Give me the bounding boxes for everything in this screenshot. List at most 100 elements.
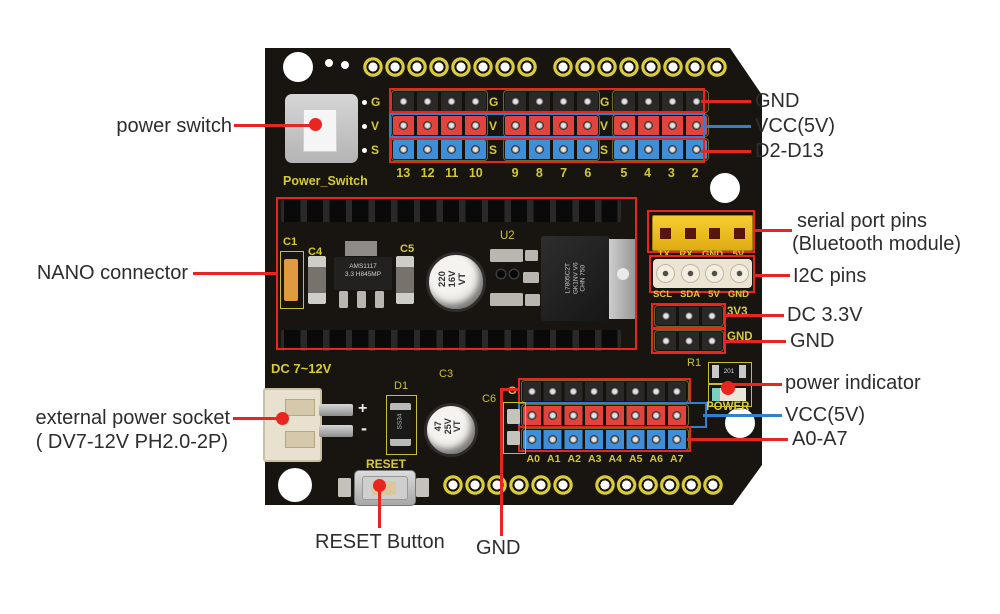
silk-minus: - (361, 418, 367, 438)
silk-row-v: V (489, 119, 498, 133)
pin-row-digital-gnd (503, 90, 600, 113)
silk-u2: U2 (500, 230, 515, 242)
callout-serial-line1: serial port pins (797, 210, 928, 232)
pin-row-digital-signal (503, 138, 600, 161)
capacitor-c3-label: 47 25V VT (433, 400, 463, 452)
serial-pin (659, 227, 671, 239)
smd-pad (525, 250, 538, 261)
callout-a0-a7: A0-A7 (792, 428, 848, 450)
pin-number: 8 (535, 166, 543, 180)
callout-d2-d13: D2-D13 (755, 140, 824, 162)
via (362, 124, 367, 129)
callout-nano-connector: NANO connector (36, 262, 188, 284)
callout-dot (309, 118, 322, 131)
callout-vcc-digital: VCC(5V) (755, 115, 836, 137)
callout-box-digital-vcc (389, 113, 705, 138)
serial-pin (684, 227, 696, 239)
callout-box-nano (276, 197, 637, 350)
callout-line (193, 272, 277, 275)
silk-pin-label: SCL (653, 289, 673, 300)
pin-row-analog-signal (521, 428, 689, 451)
smd-pad (416, 478, 429, 497)
silk-plus: + (358, 400, 368, 417)
callout-box-digital-signal (389, 138, 705, 163)
regulator-text: AMS1117 (349, 263, 377, 270)
pin-label: A4 (608, 453, 622, 465)
capacitor-c1-body (284, 259, 298, 301)
callout-gnd-bottom: GND (476, 537, 521, 559)
silk-c6: C6 (482, 393, 497, 405)
socket-pin (319, 404, 353, 416)
power-switch-button (303, 109, 337, 152)
callout-dot (721, 381, 735, 395)
callout-box-analog-vcc (518, 402, 707, 428)
callout-line (703, 414, 782, 417)
pin-row-digital-vcc (391, 114, 488, 137)
silk-pin-label: 5V (732, 249, 745, 260)
through-hole-row (362, 55, 538, 79)
via (497, 270, 505, 278)
pin-number: 6 (584, 166, 592, 180)
mounting-hole (278, 468, 312, 502)
pin-row-analog-gnd (521, 380, 689, 403)
mounting-hole (725, 408, 755, 438)
callout-box-digital-gnd (389, 88, 705, 113)
silk-power: POWER (706, 401, 750, 413)
via (362, 148, 367, 153)
pin-row-digital-signal (612, 138, 709, 161)
callout-serial-line2: (Bluetooth module) (792, 233, 961, 255)
silk-row-v: V (600, 119, 609, 133)
pin-number: 5 (620, 166, 628, 180)
callout-vcc-analog: VCC(5V) (785, 404, 866, 426)
socket-pin (319, 425, 353, 437)
regulator-ams1117: AMS1117 3.3 H845MP (334, 257, 392, 290)
capacitor-c6-pad (507, 431, 520, 445)
callout-gnd-3pin: GND (790, 330, 835, 352)
pin-label: A0 (526, 453, 540, 465)
silk-pin-label: 5V (708, 289, 720, 300)
serial-pin (709, 227, 721, 239)
pin-number: 12 (420, 166, 435, 180)
mounting-hole (283, 52, 313, 82)
smd-pad (523, 272, 539, 283)
smd-pad (525, 294, 540, 306)
silk-row-s: S (489, 143, 498, 157)
analog-pin-labels: A0 A1 A2 A3 A4 A5 A6 A7 (523, 453, 687, 465)
regulator-leg (375, 291, 384, 308)
silk-serial-header: TX RX GND 5V (653, 249, 749, 260)
silk-r1: R1 (687, 357, 702, 369)
regulator-u2-body (541, 236, 610, 321)
callout-line (753, 229, 792, 232)
diode-d1 (390, 403, 411, 446)
callout-dot (373, 479, 386, 492)
chip-text: SS34 (396, 413, 404, 430)
callout-line (233, 417, 279, 420)
i2c-connector (653, 259, 752, 288)
pin-label: A7 (670, 453, 684, 465)
pin-label: A2 (567, 453, 581, 465)
callout-i2c-pins: I2C pins (793, 265, 867, 287)
pin-row-3v3 (654, 305, 724, 327)
callout-line (687, 438, 788, 441)
pin-number: 2 (691, 166, 699, 180)
digital-pin-numbers: 9 8 7 6 (503, 166, 600, 180)
smd-pad (338, 478, 351, 497)
callout-dot (276, 412, 289, 425)
mounting-hole (710, 173, 740, 203)
reset-button-bezel (362, 476, 408, 500)
callout-dc-3v3: DC 3.3V (787, 304, 863, 326)
nano-socket-row (281, 200, 621, 222)
regulator-leg (357, 291, 366, 308)
through-hole-row (594, 473, 724, 497)
via (341, 61, 349, 69)
silk-row-g: G (489, 95, 499, 109)
pin-number: 9 (511, 166, 519, 180)
silk-dc-input: DC 7~12V (271, 361, 332, 376)
pin-label: A5 (629, 453, 643, 465)
silk-pin-label: SDA (680, 289, 701, 300)
silk-reset: RESET (366, 457, 407, 471)
through-hole-row (552, 55, 728, 79)
pin-number: 4 (644, 166, 652, 180)
silk-c3: C3 (439, 368, 454, 380)
